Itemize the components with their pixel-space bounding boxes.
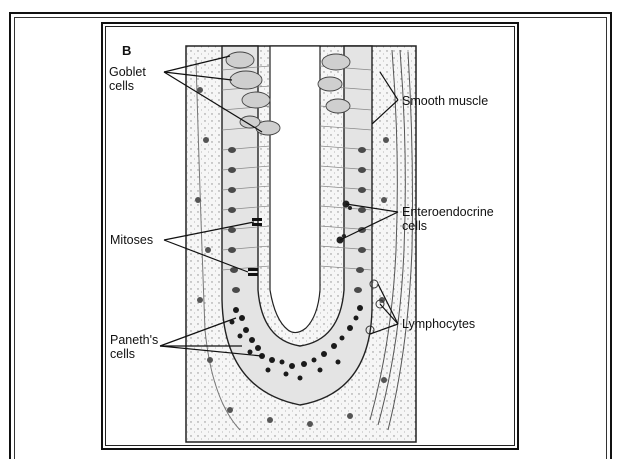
smooth-muscle-label: Smooth muscle	[402, 94, 488, 108]
panel-letter: B	[122, 43, 131, 58]
goblet-cells-label: Goblet cells	[109, 65, 146, 93]
paneths-cells-label: Paneth's cells	[110, 333, 158, 361]
lymphocytes-label: Lymphocytes	[402, 317, 475, 331]
enteroendocrine-cells-label: Enteroendocrine cells	[402, 205, 494, 233]
crypt-lumen	[270, 46, 320, 333]
mitoses-label: Mitoses	[110, 233, 153, 247]
